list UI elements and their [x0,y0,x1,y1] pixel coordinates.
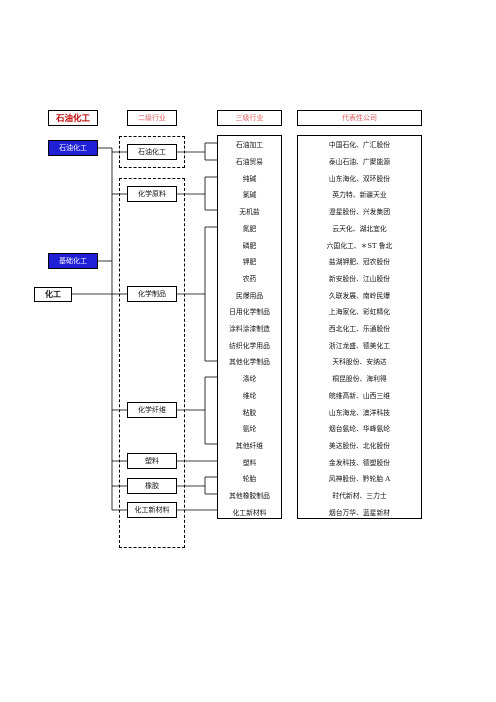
level3-cell[interactable]: 氯碱 [242,191,257,200]
header-level2: 二级行业 [127,110,177,126]
company-cell: 西北化工、乐通股份 [328,325,391,334]
header-level3: 三级行业 [217,110,282,126]
level3-cell[interactable]: 涤纶 [242,375,257,384]
level3-column: 石油加工 石油贸易 纯碱 氯碱 无机盐 氮肥 磷肥 钾肥 农药 民爆用品 日用化… [217,135,282,519]
level3-cell[interactable]: 石油加工 [235,141,264,150]
companies-column: 中国石化、广汇股份 泰山石油、广聚能源 山东海化、双环股份 英力特、新疆天业 澄… [297,135,422,519]
company-cell: 英力特、新疆天业 [332,191,387,200]
level3-cell[interactable]: 其他纤维 [235,441,264,450]
level2-rubber[interactable]: 橡胶 [127,478,177,494]
company-cell: 浙江龙盛、德美化工 [328,341,391,350]
company-cell: 美达股份、北化股份 [328,441,391,450]
level3-cell[interactable]: 日用化学制品 [229,308,270,317]
level3-cell[interactable]: 其他化学制品 [229,358,270,367]
level2-new-materials[interactable]: 化工新材料 [127,502,177,518]
level3-cell[interactable]: 维纶 [242,391,257,400]
group-outline-basic [119,178,185,548]
company-cell: 烟台氨纶、华峰氨纶 [328,425,391,434]
company-cell: 云天化、湖北宜化 [332,224,387,233]
level3-cell[interactable]: 轮胎 [242,475,257,484]
level3-cell[interactable]: 化工新材料 [232,508,267,517]
level3-cell[interactable]: 磷肥 [242,241,257,250]
level3-cell[interactable]: 粘胶 [242,408,257,417]
level3-cell[interactable]: 农药 [242,274,257,283]
header-companies: 代表性公司 [297,110,422,126]
company-cell: 泰山石油、广聚能源 [328,158,391,167]
header-sector: 石油化工 [48,110,98,126]
company-cell: 上海家化、彩虹精化 [328,308,391,317]
level3-cell[interactable]: 氮肥 [242,224,257,233]
company-cell: 久联发展、南岭民爆 [328,291,391,300]
level2-chem-fiber[interactable]: 化学纤维 [127,402,177,418]
level3-cell[interactable]: 其他橡胶制品 [229,492,270,501]
company-cell: 山东海化、双环股份 [328,174,391,183]
level3-cell[interactable]: 塑料 [242,458,257,467]
level3-cell[interactable]: 民爆用品 [235,291,264,300]
level3-cell[interactable]: 纯碱 [242,174,257,183]
company-cell: 皖维高新、山西三维 [328,391,391,400]
node-root-chem[interactable]: 化工 [34,287,72,302]
company-cell: 澄星股份、兴发集团 [328,208,391,217]
node-petrochem[interactable]: 石油化工 [48,140,98,156]
level3-cell[interactable]: 钾肥 [242,258,257,267]
level2-chem-products[interactable]: 化学制品 [127,286,177,302]
company-cell: 烟台万华、蓝星新材 [328,508,391,517]
company-cell: 天科股份、安纳达 [332,358,387,367]
level3-cell[interactable]: 涂料涂漆制造 [229,325,270,334]
level3-cell[interactable]: 石油贸易 [235,158,264,167]
level2-chem-materials[interactable]: 化学原料 [127,186,177,202]
company-cell: 山东海龙、澳洋科技 [328,408,391,417]
company-cell: 时代新材、三力士 [332,492,387,501]
level3-cell[interactable]: 无机盐 [239,208,260,217]
level2-petrochem[interactable]: 石油化工 [127,144,177,160]
company-cell: 六国化工、＊ST 鲁北 [326,241,393,250]
node-basic-chem[interactable]: 基础化工 [48,253,98,269]
level3-cell[interactable]: 氨纶 [242,425,257,434]
level2-plastics[interactable]: 塑料 [127,453,177,469]
company-cell: 金发科技、德塑股份 [328,458,391,467]
company-cell: 新安股份、江山股份 [328,274,391,283]
group-outline-petrochem [119,136,185,168]
company-cell: 风神股份、黔轮胎 A [328,475,391,484]
level3-cell[interactable]: 纺织化学用品 [229,341,270,350]
company-cell: 盐湖钾肥、冠农股份 [328,258,391,267]
company-cell: 桐昆股份、海利得 [332,375,387,384]
company-cell: 中国石化、广汇股份 [328,141,391,150]
